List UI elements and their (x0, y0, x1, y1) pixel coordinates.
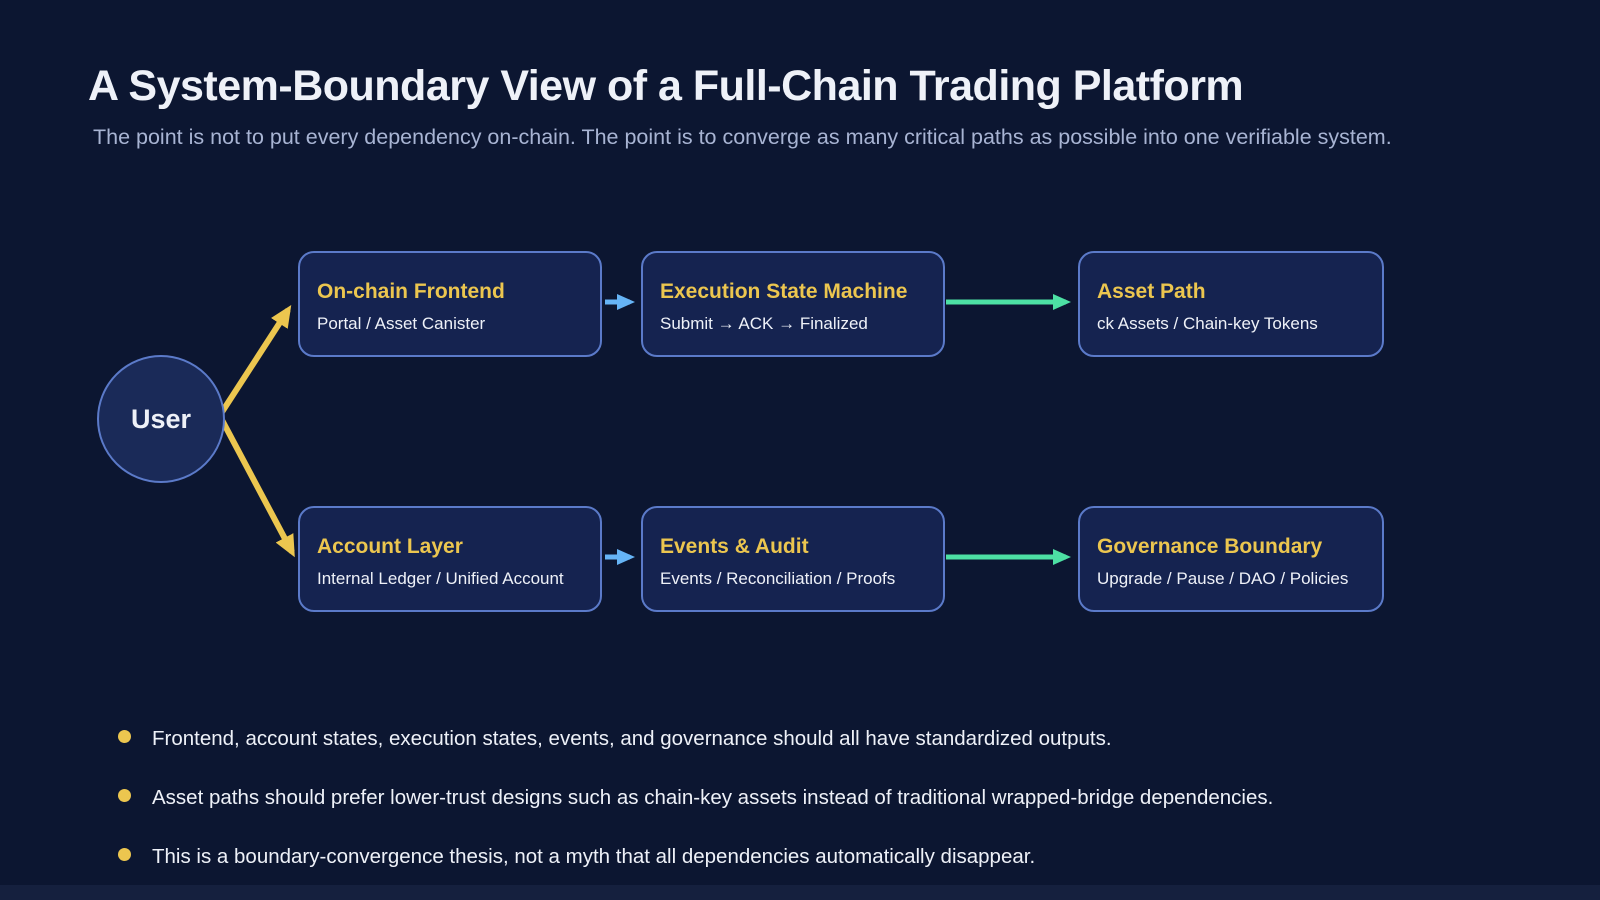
arrow-user-to-account (219, 418, 295, 558)
bottom-edge-band (0, 885, 1600, 900)
list-item: Asset paths should prefer lower-trust de… (118, 768, 1273, 827)
note-text: Frontend, account states, execution stat… (152, 726, 1112, 750)
node-title: Account Layer (317, 535, 463, 558)
node-title: Events & Audit (660, 535, 809, 558)
node-execution-state-machine: Execution State Machine Submit → ACK → F… (641, 251, 945, 357)
node-governance-boundary: Governance Boundary Upgrade / Pause / DA… (1078, 506, 1384, 612)
arrow-user-to-frontend (219, 304, 292, 414)
node-user: User (97, 355, 225, 483)
note-text: This is a boundary-convergence thesis, n… (152, 844, 1036, 868)
page-subtitle: The point is not to put every dependency… (93, 125, 1392, 149)
note-text: Asset paths should prefer lower-trust de… (152, 785, 1274, 809)
node-subtitle: Upgrade / Pause / DAO / Policies (1097, 569, 1349, 588)
node-account-layer: Account Layer Internal Ledger / Unified … (298, 506, 602, 612)
node-events-audit: Events & Audit Events / Reconciliation /… (641, 506, 945, 612)
node-on-chain-frontend: On-chain Frontend Portal / Asset Caniste… (298, 251, 602, 357)
node-title: Governance Boundary (1097, 535, 1323, 558)
list-item: Frontend, account states, execution stat… (118, 709, 1273, 768)
node-title: On-chain Frontend (317, 280, 505, 303)
node-subtitle: Portal / Asset Canister (317, 314, 486, 333)
node-subtitle: Submit → ACK → Finalized (660, 314, 868, 333)
node-title: Execution State Machine (660, 280, 908, 303)
page-title: A System-Boundary View of a Full-Chain T… (88, 62, 1244, 110)
notes-list: Frontend, account states, execution stat… (118, 709, 1273, 886)
node-title: Asset Path (1097, 280, 1206, 303)
node-subtitle: Events / Reconciliation / Proofs (660, 569, 896, 588)
bullet-dot-icon (118, 730, 131, 743)
node-asset-path: Asset Path ck Assets / Chain-key Tokens (1078, 251, 1384, 357)
bullet-dot-icon (118, 789, 131, 802)
bullet-dot-icon (118, 848, 131, 861)
node-subtitle: ck Assets / Chain-key Tokens (1097, 314, 1318, 333)
list-item: This is a boundary-convergence thesis, n… (118, 827, 1273, 886)
user-label: User (130, 403, 192, 434)
node-subtitle: Internal Ledger / Unified Account (317, 569, 564, 588)
